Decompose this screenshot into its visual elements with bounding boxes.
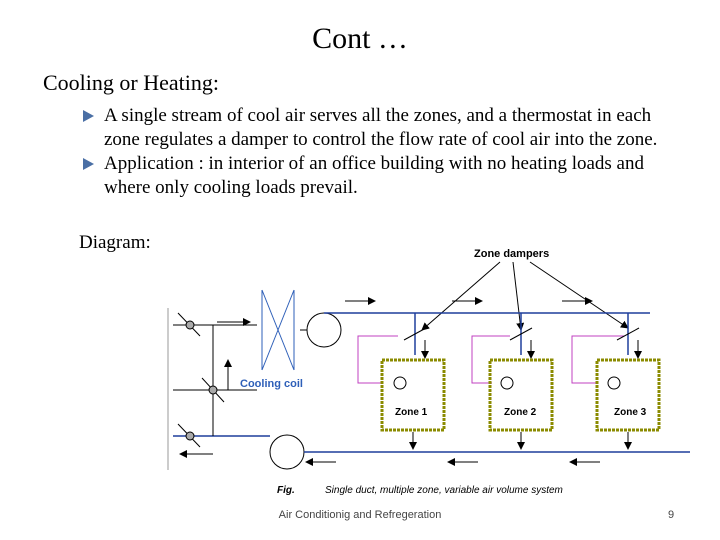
damper-leader-lines (421, 261, 629, 331)
cooling-coil (261, 289, 295, 371)
section-heading: Cooling or Heating: (43, 70, 219, 95)
zone-dampers-label: Zone dampers (474, 248, 549, 260)
thermostat-control-lines (357, 335, 625, 384)
page-number: 9 (668, 509, 675, 521)
zone-1-label: Zone 1 (395, 407, 428, 418)
bullet-list: A single stream of cool air serves all t… (83, 104, 683, 200)
figure-caption: Single duct, multiple zone, variable air… (325, 485, 563, 496)
cooling-coil-label: Cooling coil (240, 378, 303, 390)
intake-arrows (179, 318, 251, 458)
zone-outlet-arrows (409, 432, 632, 450)
zone-3: Zone 3 (595, 358, 661, 432)
zone-dampers (403, 327, 640, 341)
bullet-arrow-icon (83, 158, 94, 170)
slide-footer: Air Conditionig and Refregeration (278, 509, 442, 521)
zone-2-label: Zone 2 (504, 407, 537, 418)
zone-inlet-arrows (421, 340, 642, 359)
bullet-item: A single stream of cool air serves all t… (83, 104, 683, 152)
slide-title: Cont … (312, 22, 408, 55)
bullet-arrow-icon (83, 110, 94, 122)
diagram-label: Diagram: (79, 232, 151, 253)
bullet-text: Application : in interior of an office b… (104, 153, 644, 198)
zone-2: Zone 2 (488, 358, 554, 432)
zone-3-label: Zone 3 (614, 407, 647, 418)
bullet-item: Application : in interior of an office b… (83, 152, 683, 200)
figure-caption-prefix: Fig. (277, 485, 295, 496)
supply-fan (300, 312, 650, 348)
outside-air-dampers (177, 312, 225, 448)
zone-1: Zone 1 (380, 358, 446, 432)
bullet-text: A single stream of cool air serves all t… (104, 105, 658, 150)
return-fan (269, 434, 690, 470)
